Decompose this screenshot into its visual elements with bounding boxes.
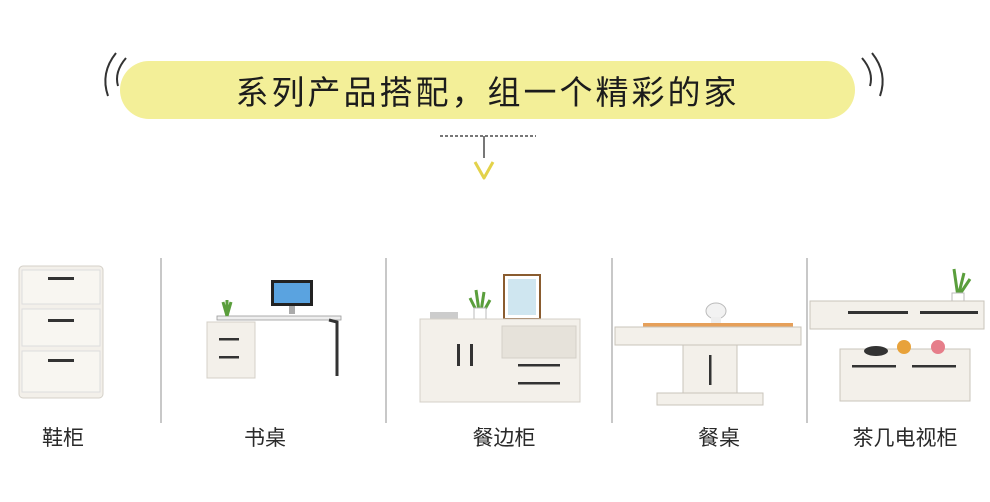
divider: [611, 258, 613, 423]
product-label-desk: 书桌: [244, 426, 286, 450]
desk-image: [206, 280, 342, 379]
product-label-sideboard: 餐边柜: [472, 426, 536, 450]
divider: [806, 258, 808, 423]
divider: [160, 258, 162, 423]
product-label-shoe-cabinet: 鞋柜: [42, 426, 84, 450]
product-label-coffee-table-tv-cabinet: 茶几电视柜: [852, 426, 958, 450]
coffee-table-tv-cabinet-image: [809, 268, 985, 402]
right-bracket-decoration: [861, 52, 884, 97]
sideboard-image: [419, 274, 581, 403]
down-arrow-icon: [440, 135, 536, 180]
title-banner: 系列产品搭配，组一个精彩的家: [120, 61, 855, 119]
divider: [385, 258, 387, 423]
shoe-cabinet-image: [18, 265, 104, 399]
product-label-dining-table: 餐桌: [698, 426, 740, 450]
dining-table-image: [614, 302, 802, 406]
banner-title: 系列产品搭配，组一个精彩的家: [235, 73, 740, 112]
left-bracket-decoration: [104, 52, 127, 97]
